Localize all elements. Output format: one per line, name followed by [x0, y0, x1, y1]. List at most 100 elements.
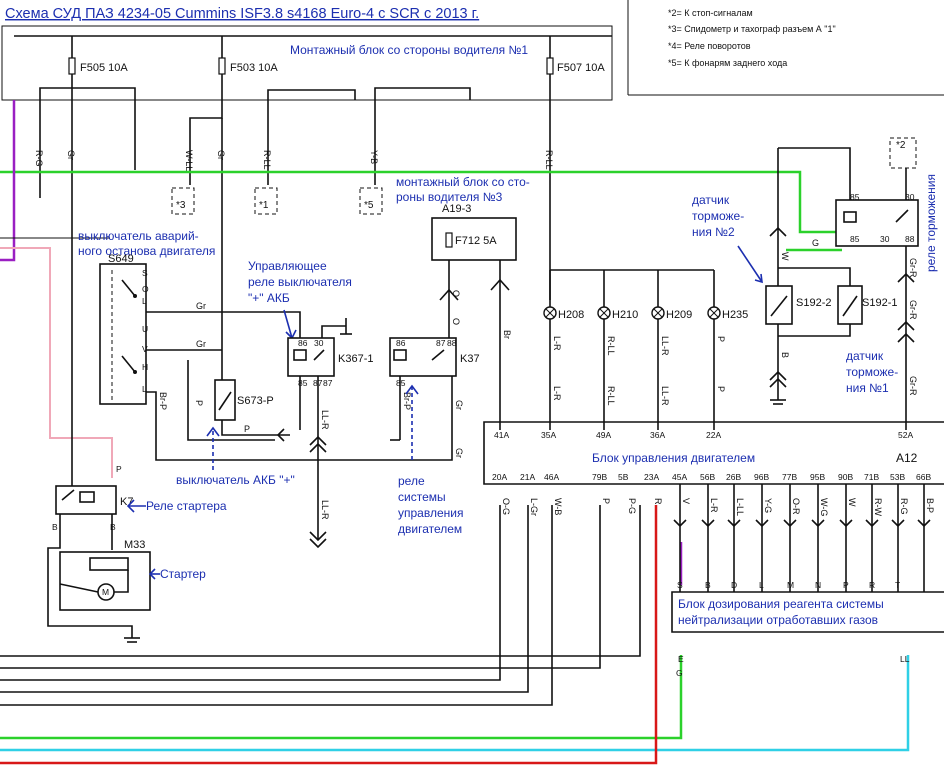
dosing-pin-T: T: [895, 580, 900, 590]
svg-text:35A: 35A: [541, 430, 556, 440]
svg-text:LL-R: LL-R: [660, 386, 670, 406]
starter-motor-m33[interactable]: M33 M Стартер: [47, 539, 206, 643]
svg-text:E: E: [678, 654, 684, 664]
svg-text:F712 5A: F712 5A: [455, 235, 497, 247]
colored-wires: [0, 100, 910, 765]
svg-text:H209: H209: [666, 309, 692, 321]
ecu-pin-45A: 45A: [672, 472, 687, 482]
svg-text:K37: K37: [460, 353, 480, 365]
connector-ref-3: *3: [171, 187, 195, 215]
svg-text:Gr-R: Gr-R: [908, 258, 918, 278]
svg-text:выключатель АКБ "+": выключатель АКБ "+": [176, 473, 295, 487]
ecu-wire-code: P-G: [627, 498, 637, 514]
svg-text:86: 86: [396, 338, 406, 348]
ecu-wire-code: L-Gr: [529, 498, 539, 516]
svg-text:Gr: Gr: [196, 339, 206, 349]
emergency-stop-switch[interactable]: выключатель аварий- ного останова двигат…: [78, 229, 453, 461]
ecu-wire-code: L-R: [709, 498, 719, 513]
svg-text:41A: 41A: [494, 430, 509, 440]
svg-text:K367-1: K367-1: [338, 353, 373, 365]
svg-text:S: S: [142, 268, 148, 278]
svg-text:R-LL: R-LL: [606, 336, 616, 356]
control-relay-k367[interactable]: Управляющее реле выключателя "+" АКБ 86 …: [248, 259, 373, 549]
svg-text:Блок управления двигателем: Блок управления двигателем: [592, 451, 755, 465]
mounting-block-3-label-line2: роны водителя №3: [396, 190, 503, 204]
svg-text:S673-P: S673-P: [237, 395, 274, 407]
svg-text:52A: 52A: [898, 430, 913, 440]
svg-text:Br-P: Br-P: [158, 392, 168, 410]
ecu-pin-46A: 46A: [544, 472, 559, 482]
svg-text:S192-1: S192-1: [862, 297, 897, 309]
svg-text:W: W: [780, 252, 790, 261]
svg-text:88: 88: [447, 338, 457, 348]
svg-text:*5: *5: [364, 200, 374, 211]
engine-relay-label-line4: двигателем: [398, 522, 462, 536]
control-relay-label-line1: Управляющее: [248, 259, 327, 273]
ecu-pin-77B: 77B: [782, 472, 797, 482]
svg-text:B: B: [780, 352, 790, 358]
svg-text:85: 85: [396, 378, 406, 388]
svg-text:Y-B: Y-B: [369, 150, 379, 164]
ecu-wire-code: O-R: [791, 498, 801, 515]
dosing-unit: Блок дозирования реагента системы нейтра…: [671, 580, 944, 678]
note-4: *5= К фонарям заднего хода: [668, 58, 787, 68]
ecu-wire-chevron: [865, 519, 879, 528]
svg-text:W-LL: W-LL: [184, 150, 194, 171]
dosing-pin-D: D: [731, 580, 737, 590]
svg-text:O: O: [142, 284, 149, 294]
starter-relay-k7[interactable]: K7 Реле стартера P B B: [47, 430, 227, 612]
svg-text:H208: H208: [558, 309, 584, 321]
battery-switch-s673[interactable]: S673-P P P: [187, 330, 290, 442]
svg-text:87: 87: [323, 378, 333, 388]
ecu-wire-code: W-G: [819, 498, 829, 516]
svg-text:LL-R: LL-R: [320, 500, 330, 520]
svg-text:Gr-R: Gr-R: [908, 300, 918, 320]
svg-text:S192-2: S192-2: [796, 297, 831, 309]
top-wires: R-G Gr W-LL Gr R-LL Y-B R-LL *3 *1 *5 *2: [34, 100, 917, 430]
svg-text:U: U: [142, 324, 148, 334]
svg-text:85: 85: [850, 192, 860, 202]
svg-text:LL-R: LL-R: [660, 336, 670, 356]
emergency-switch-label-line2: ного останова двигателя: [78, 244, 215, 258]
svg-text:Gr: Gr: [454, 400, 464, 410]
svg-text:A12: A12: [896, 451, 918, 465]
engine-relay-label-line2: системы: [398, 490, 446, 504]
ecu-wire-code: Y-G: [763, 498, 773, 513]
ecu-pin-66B: 66B: [916, 472, 931, 482]
svg-text:*2: *2: [896, 140, 906, 151]
svg-text:H210: H210: [612, 309, 638, 321]
svg-text:86: 86: [298, 338, 308, 348]
svg-text:Gr: Gr: [196, 301, 206, 311]
note-1: *2= К стоп-сигналам: [668, 8, 753, 18]
svg-text:R-LL: R-LL: [544, 150, 554, 170]
svg-text:B: B: [52, 522, 58, 532]
ecu-wire-code: R-G: [899, 498, 909, 515]
ecu-pin-95B: 95B: [810, 472, 825, 482]
brake-sensor-1-line1: датчик: [846, 349, 884, 363]
brake-relay[interactable]: 85 85 30 30 88 Gr-R Gr-R Gr-R реле тормо…: [835, 168, 938, 430]
ecu-wire-chevron: [701, 519, 715, 528]
ecu-wire-code: O-G: [501, 498, 511, 515]
svg-text:Стартер: Стартер: [160, 567, 206, 581]
fuse-f505: F505 10A: [68, 36, 128, 100]
ecu-wire-chevron: [839, 519, 853, 528]
engine-relay-k37[interactable]: 86 85 87 88 K37 Br-P Gr Gr реле системы …: [389, 337, 480, 536]
ecu-pin-71B: 71B: [864, 472, 879, 482]
ecu-wire-code: R: [653, 498, 663, 505]
mounting-block-3-label-line1: монтажный блок со сто-: [396, 175, 530, 189]
svg-text:Gr: Gr: [454, 448, 464, 458]
engine-relay-label-line1: реле: [398, 474, 425, 488]
svg-text:*1: *1: [259, 200, 269, 211]
svg-text:P: P: [116, 464, 122, 474]
lamp-h210: H210 R-LL R-LL: [597, 270, 638, 430]
svg-text:*3: *3: [176, 200, 186, 211]
brake-sensor-1-line3: ния №1: [846, 381, 889, 395]
fuse-f503: F503 10A: [218, 36, 278, 100]
svg-text:A19-3: A19-3: [442, 203, 471, 215]
mounting-block-1: Монтажный блок со стороны водителя №1 F5…: [1, 25, 613, 170]
ecu-pin-90B: 90B: [838, 472, 853, 482]
indicator-lamps: H208 L-R L-R H210 R-LL R-LL H209 LL-R LL…: [543, 269, 748, 430]
svg-text:87: 87: [436, 338, 446, 348]
ecu-wire-chevron: [673, 519, 687, 528]
